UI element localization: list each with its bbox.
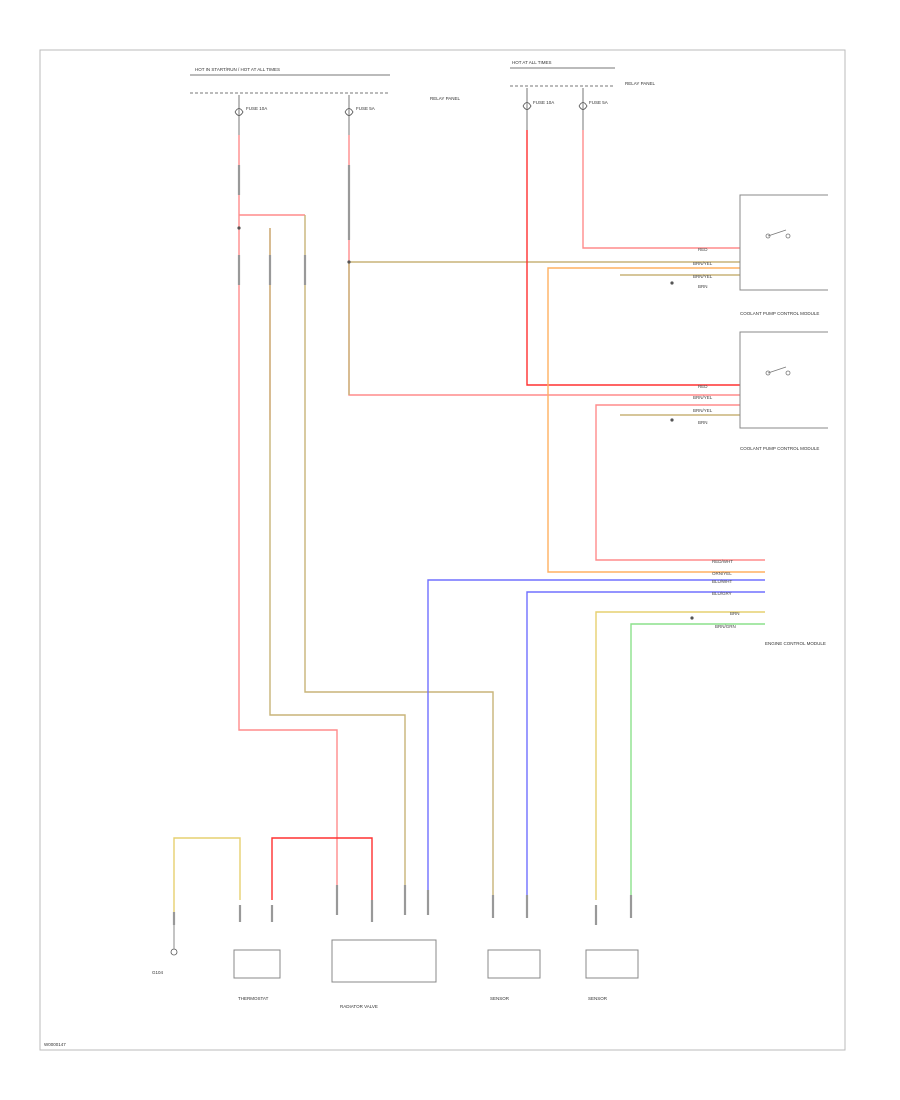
wire-label: RED bbox=[698, 384, 708, 389]
fuse-f4: FUSE 5A bbox=[578, 88, 608, 130]
svg-text:SENSOR: SENSOR bbox=[588, 996, 608, 1001]
wire-label: BRN/YEL bbox=[693, 408, 713, 413]
svg-text:FUSE 5A: FUSE 5A bbox=[589, 100, 608, 105]
wire-label: BRN bbox=[730, 611, 740, 616]
wire-blue-2 bbox=[526, 591, 765, 900]
svg-text:SENSOR: SENSOR bbox=[490, 996, 510, 1001]
wire-label: RED/WHT bbox=[712, 559, 733, 564]
svg-text:HOT AT ALL TIMES: HOT AT ALL TIMES bbox=[512, 60, 552, 65]
wire-blue-1 bbox=[427, 579, 765, 900]
wire-orange bbox=[547, 267, 765, 573]
svg-text:G104: G104 bbox=[152, 970, 164, 975]
wire-label: RED bbox=[698, 247, 708, 252]
wire-label: BRN/YEL bbox=[693, 395, 713, 400]
wire-label: BLU/GRY bbox=[712, 591, 732, 596]
wire-yellow-sensor bbox=[595, 611, 765, 900]
wire-red-f4 bbox=[582, 130, 740, 249]
sensor-1: SENSOR bbox=[487, 949, 541, 1001]
fuse-box-left: HOT IN START/RUN / HOT AT ALL TIMES bbox=[190, 67, 390, 94]
note-right: RELAY PANEL bbox=[625, 81, 656, 86]
svg-text:COOLANT PUMP CONTROL MODULE: COOLANT PUMP CONTROL MODULE bbox=[740, 446, 819, 451]
junctions bbox=[237, 226, 694, 620]
wire-label: BRN/YEL bbox=[693, 261, 713, 266]
wire-green-sensor bbox=[630, 623, 765, 900]
wire-label: BRN bbox=[698, 420, 708, 425]
svg-text:FUSE 10A: FUSE 10A bbox=[533, 100, 554, 105]
thermostat: THERMOSTAT bbox=[233, 949, 281, 1001]
coolant-pump-upper: COOLANT PUMP CONTROL MODULE bbox=[739, 194, 828, 316]
ground-g104: G104 bbox=[152, 925, 178, 975]
wire-label: BLU/WHT bbox=[712, 579, 733, 584]
wire-red-f1 bbox=[238, 135, 338, 900]
wire-label: BRN/YEL bbox=[693, 274, 713, 279]
fuse-box-right: HOT AT ALL TIMES bbox=[510, 60, 615, 87]
connectors bbox=[172, 165, 633, 925]
fuse-f2: FUSE 5A bbox=[344, 95, 375, 135]
svg-text:ENGINE CONTROL MODULE: ENGINE CONTROL MODULE bbox=[765, 641, 826, 646]
diagram-frame bbox=[39, 49, 846, 1051]
svg-text:HOT IN START/RUN / HOT AT ALL: HOT IN START/RUN / HOT AT ALL TIMES bbox=[195, 67, 280, 72]
fuse-f3: FUSE 10A bbox=[522, 88, 554, 130]
engine-control-module: ENGINE CONTROL MODULE bbox=[765, 641, 826, 646]
wires bbox=[173, 130, 765, 920]
radiator-valve: RADIATOR VALVE bbox=[331, 939, 437, 1009]
wire-red-loop bbox=[271, 837, 373, 900]
wire-tan-2 bbox=[304, 215, 494, 900]
svg-text:COOLANT PUMP CONTROL MODULE: COOLANT PUMP CONTROL MODULE bbox=[740, 311, 819, 316]
wire-red-ecm bbox=[595, 404, 765, 561]
sensor-2: SENSOR bbox=[585, 949, 639, 1001]
wire-red-f2 bbox=[348, 135, 740, 396]
svg-text:RADIATOR VALVE: RADIATOR VALVE bbox=[340, 1004, 378, 1009]
svg-text:THERMOSTAT: THERMOSTAT bbox=[238, 996, 269, 1001]
wire-label: BRN/GRN bbox=[715, 624, 736, 629]
wire-red-f3 bbox=[526, 130, 740, 386]
svg-text:FUSE 5A: FUSE 5A bbox=[356, 106, 375, 111]
svg-text:FUSE 10A: FUSE 10A bbox=[246, 106, 267, 111]
fuse-f1: FUSE 10A bbox=[234, 95, 267, 135]
wire-label: BRN bbox=[698, 284, 708, 289]
diagram-id: W0000147 bbox=[44, 1042, 66, 1047]
note-center: RELAY PANEL bbox=[430, 96, 461, 101]
wire-yellow-ground bbox=[173, 837, 241, 920]
coolant-pump-lower: COOLANT PUMP CONTROL MODULE bbox=[739, 331, 828, 451]
wire-tan-1 bbox=[269, 228, 406, 900]
wire-label: ORN/YEL bbox=[712, 571, 732, 576]
